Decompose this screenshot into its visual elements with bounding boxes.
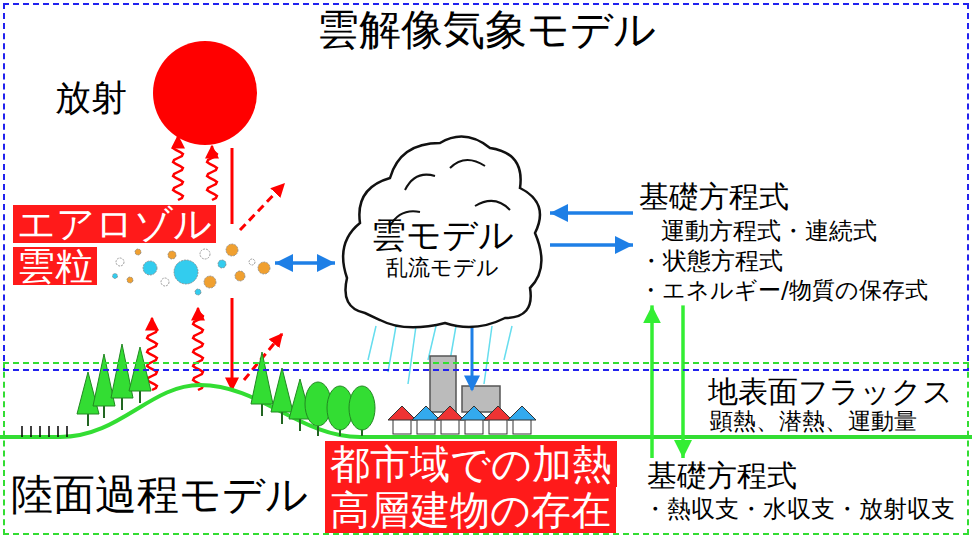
particle bbox=[204, 276, 216, 288]
thermal-radiation bbox=[147, 136, 217, 390]
node-text: 乱流モデル bbox=[386, 255, 499, 281]
grass bbox=[22, 426, 67, 437]
particle bbox=[113, 274, 118, 279]
cloud-bulge bbox=[475, 201, 510, 210]
aerosol-label-group: エアロゾル雲粒 bbox=[13, 205, 275, 285]
particle bbox=[235, 271, 245, 281]
annotation-label: 顕熱、潜熱、運動量 bbox=[710, 409, 917, 434]
node-heading: 雲モデル bbox=[371, 216, 514, 255]
flow-arrow bbox=[681, 305, 685, 458]
grass-blade bbox=[66, 426, 68, 437]
model-region: 雲解像気象モデルエアロゾル雲粒雲モデル乱流モデル基礎方程式運動方程式・連続式・状… bbox=[3, 3, 969, 371]
grass-blade bbox=[30, 426, 32, 437]
cloud-bulge bbox=[405, 175, 435, 190]
reflected-ray bbox=[240, 184, 284, 230]
flow-arrow bbox=[650, 305, 654, 458]
particle bbox=[249, 259, 255, 265]
particle bbox=[200, 249, 210, 259]
conifer bbox=[111, 344, 133, 410]
node-heading: 雲解像気象モデル bbox=[5, 7, 967, 53]
grass-blade bbox=[48, 426, 50, 437]
node-heading: 陸面過程モデル bbox=[11, 472, 308, 518]
node-text: 高層建物の存在 bbox=[325, 487, 616, 533]
rain-streak bbox=[408, 326, 416, 384]
particle bbox=[116, 258, 124, 266]
node-heading: 基礎方程式 bbox=[633, 178, 928, 216]
sun bbox=[153, 41, 257, 145]
particle bbox=[195, 289, 201, 295]
buildings bbox=[430, 356, 500, 412]
grass-blade bbox=[57, 426, 59, 437]
precipitation-arrow bbox=[471, 326, 474, 390]
rain-streak bbox=[368, 326, 376, 360]
rain-streak bbox=[504, 326, 512, 360]
grass-blade bbox=[39, 426, 41, 437]
rain-streak bbox=[484, 326, 492, 384]
flow-arrow bbox=[550, 211, 633, 215]
node-heading: 都市域での加熱 bbox=[325, 441, 617, 487]
solar-ray bbox=[231, 298, 234, 390]
equation-group: 基礎方程式運動方程式・連続式・状態方程式・エネルギー/物質の保存式 bbox=[633, 178, 928, 305]
radiation-wave bbox=[147, 318, 157, 390]
radiation-wave bbox=[173, 136, 183, 200]
urban-label-group: 都市域での加熱高層建物の存在 bbox=[325, 441, 617, 533]
annotation-label: 放射 bbox=[55, 78, 127, 118]
radiation-wave bbox=[193, 308, 203, 390]
node-heading: エアロゾル bbox=[13, 205, 216, 243]
cloud-body bbox=[343, 137, 541, 328]
aerosol-particles bbox=[113, 244, 271, 295]
particle bbox=[127, 277, 133, 283]
grass-blade bbox=[21, 426, 23, 437]
equation-group: 基礎方程式・熱収支・水収支・放射収支 bbox=[643, 458, 955, 524]
trees bbox=[77, 344, 375, 436]
rain-streak bbox=[388, 326, 396, 372]
particle bbox=[174, 260, 198, 284]
annotation-label: 地表面フラックス bbox=[708, 375, 953, 408]
houses bbox=[388, 406, 536, 434]
particle bbox=[226, 244, 238, 256]
particle bbox=[135, 249, 141, 255]
particle bbox=[168, 251, 176, 259]
node-text: ・状態方程式 bbox=[633, 246, 928, 276]
node-heading: 基礎方程式 bbox=[643, 458, 955, 494]
conifer bbox=[129, 347, 151, 403]
particle bbox=[258, 262, 270, 274]
node-text: 雲粒 bbox=[13, 247, 97, 285]
solar-ray bbox=[231, 148, 234, 224]
node-text: ・熱収支・水収支・放射収支 bbox=[643, 494, 955, 524]
flow-arrow bbox=[275, 261, 335, 265]
particle bbox=[143, 261, 157, 275]
particle bbox=[161, 278, 169, 286]
radiation-wave bbox=[207, 146, 217, 200]
rain-streak bbox=[428, 326, 436, 360]
cloud-bulge bbox=[450, 160, 485, 168]
flow-arrow bbox=[550, 243, 633, 247]
node-text: 運動方程式・連続式 bbox=[633, 216, 928, 246]
node-text: ・エネルギー/物質の保存式 bbox=[633, 276, 928, 306]
house bbox=[508, 406, 536, 434]
particle bbox=[218, 260, 226, 268]
broadleaf-tree bbox=[349, 386, 375, 436]
cloud-shape: 雲モデル乱流モデル bbox=[335, 128, 550, 333]
